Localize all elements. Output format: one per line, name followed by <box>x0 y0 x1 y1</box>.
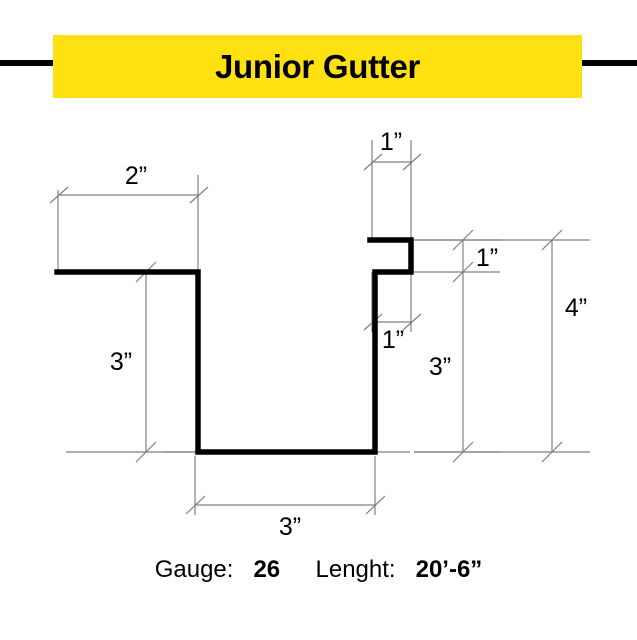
tick-left3-bottom <box>135 441 157 463</box>
dim-label-top-left-width: 2” <box>125 162 147 190</box>
dim-label-hem-lip-width: 1” <box>382 326 404 354</box>
gutter-profile-drawing: 2” 1” 3” 1” 1” 3” 4” 3” <box>49 128 590 540</box>
tick-2in-left <box>49 186 69 204</box>
gutter-profile-path <box>54 237 414 455</box>
tick-bottom3-left <box>185 495 206 515</box>
tick-2in-right <box>189 186 209 204</box>
tick-4in-bottom <box>541 441 563 463</box>
tick-lip-right <box>402 313 422 331</box>
dim-label-top-hem-width: 1” <box>380 128 402 156</box>
dim-label-left-depth: 3” <box>110 348 132 376</box>
dim-label-bottom-width: 3” <box>279 513 301 540</box>
length-label: Lenght: <box>315 556 396 583</box>
gauge-value: 26 <box>253 556 281 583</box>
dim-label-right-depth: 3” <box>429 353 451 381</box>
tick-4in-top <box>541 229 563 251</box>
banner-band <box>53 35 582 98</box>
tick-1in-top-right <box>402 153 422 171</box>
length-value: 20’-6” <box>415 556 483 583</box>
page-title: Junior Gutter <box>214 47 421 85</box>
dim-label-right-hem-height: 1” <box>476 244 498 272</box>
spec-line: Gauge: 26 Lenght: 20’-6” <box>0 556 637 584</box>
gauge-label: Gauge: <box>154 556 234 583</box>
dim-label-overall-height: 4” <box>565 294 587 322</box>
dimension-labels: 2” 1” 3” 1” 1” 3” 4” 3” <box>110 128 587 540</box>
dimension-lines <box>49 140 590 515</box>
tick-1in-top-left <box>363 153 383 171</box>
tick-bottom3-right <box>365 495 386 515</box>
